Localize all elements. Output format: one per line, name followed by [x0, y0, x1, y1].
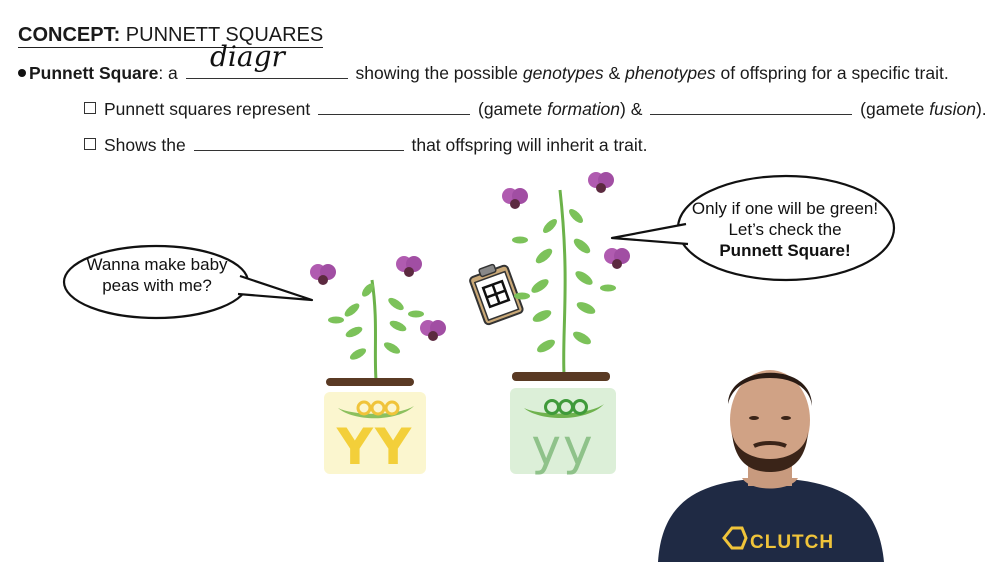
bubble-right-line1: Only if one will be green!: [691, 199, 879, 218]
shows-line: Shows the that offspring will inherit a …: [84, 134, 648, 156]
bubble-right-line2: Let’s check the: [728, 220, 842, 239]
bubble-right-line3: Punnett Square!: [719, 241, 851, 260]
bubble-left-line2: peas with me?: [102, 276, 212, 295]
definition-post: of offspring for a specific trait.: [720, 63, 949, 83]
bullet-icon: [18, 69, 26, 77]
represent-line: Punnett squares represent (gamete format…: [84, 98, 987, 120]
word-fusion: fusion: [929, 99, 976, 119]
blank-fusion[interactable]: [650, 98, 853, 115]
yellow-pea-pod-icon: [338, 400, 414, 419]
clipboard-punnett-icon: [469, 263, 524, 326]
genotype-yy-dominant: YY: [336, 418, 414, 476]
ampersand: &: [608, 63, 621, 83]
flower-icon: [588, 172, 614, 193]
shows-post: that offspring will inherit a trait.: [411, 135, 648, 155]
soil-left: [326, 378, 414, 386]
flower-icon: [396, 256, 422, 277]
bubble-left-line1: Wanna make baby: [86, 255, 228, 274]
speech-bubble-right: [610, 174, 896, 282]
presenter-avatar: [658, 370, 884, 562]
checkbox-icon: [84, 138, 96, 150]
heading-title: PUNNETT SQUARES: [125, 24, 324, 46]
represent-mid-close: ) &: [620, 99, 643, 119]
word-formation: formation: [547, 99, 621, 119]
word-phenotypes: phenotypes: [625, 63, 716, 83]
soil-right: [512, 372, 610, 381]
handwriting-diagr: diagr: [210, 40, 286, 73]
definition-line: Punnett Square: a diagr showing the poss…: [18, 40, 949, 84]
shows-pre: Shows the: [104, 135, 186, 155]
blank-formation[interactable]: [318, 98, 471, 115]
flower-icon: [310, 264, 336, 285]
flower-icon: [502, 188, 528, 209]
clutch-logo-icon: [722, 526, 748, 550]
concept-heading: CONCEPT: PUNNETT SQUARES: [18, 24, 324, 48]
genotype-yy-recessive: yy: [531, 418, 595, 476]
definition-pre: : a: [158, 63, 178, 83]
speech-bubble-left: [62, 244, 314, 320]
word-genotypes: genotypes: [522, 63, 604, 83]
represent-end-close: ).: [975, 99, 987, 119]
green-pea-pod-icon: [524, 399, 604, 419]
checkbox-icon: [84, 102, 96, 114]
term-punnett-square: Punnett Square: [29, 63, 159, 83]
bubble-right-text: Only if one will be green! Let’s check t…: [690, 198, 880, 261]
represent-pre: Punnett squares represent: [104, 99, 311, 119]
bubble-left-text: Wanna make baby peas with me?: [72, 254, 242, 296]
definition-mid: showing the possible: [355, 63, 519, 83]
pea-plant-right: [502, 172, 630, 375]
blank-diagram[interactable]: diagr: [185, 40, 348, 79]
svg-text:diagr: diagr: [210, 40, 286, 73]
heading-bold: CONCEPT:: [18, 24, 121, 46]
shirt-text: CLUTCH: [750, 532, 835, 553]
flower-icon: [420, 320, 446, 341]
genotype-card-yellow: [324, 392, 426, 474]
flower-icon: [604, 248, 630, 269]
blank-probability[interactable]: [193, 134, 404, 151]
pea-plant-left: [310, 256, 446, 381]
represent-end-open: (gamete: [860, 99, 925, 119]
represent-mid-open: (gamete: [478, 99, 543, 119]
